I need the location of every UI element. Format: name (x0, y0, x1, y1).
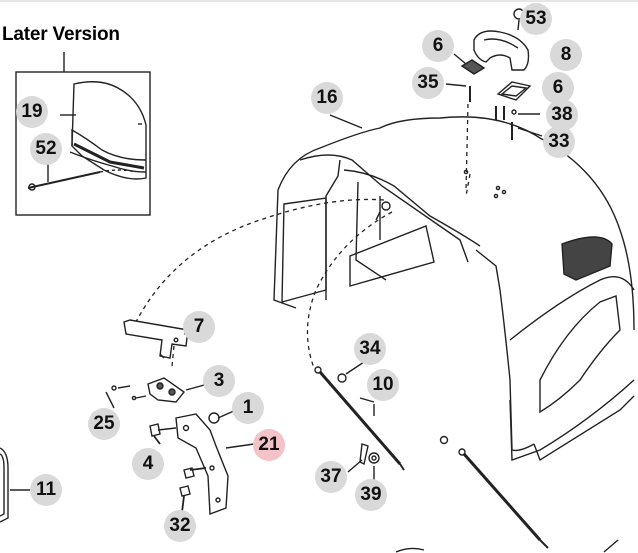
callout-19[interactable]: 19 (16, 96, 48, 128)
callout-39[interactable]: 39 (355, 479, 387, 511)
callout-25[interactable]: 25 (88, 408, 120, 440)
callout-6-pad[interactable]: 6 (422, 30, 454, 62)
callout-3[interactable]: 3 (203, 365, 235, 397)
callout-8[interactable]: 8 (550, 39, 582, 71)
roof-hardware (445, 8, 546, 140)
callout-53[interactable]: 53 (520, 3, 552, 35)
later-version-inset (15, 52, 151, 216)
callout-16[interactable]: 16 (311, 82, 343, 114)
callout-1[interactable]: 1 (232, 392, 264, 424)
callout-35[interactable]: 35 (412, 67, 444, 99)
callout-10[interactable]: 10 (367, 369, 399, 401)
callout-4[interactable]: 4 (132, 448, 164, 480)
callout-32[interactable]: 32 (164, 510, 196, 542)
callout-33[interactable]: 33 (543, 126, 575, 158)
dashed-routing (131, 103, 471, 369)
part-11 (0, 447, 30, 523)
callout-6-seal[interactable]: 6 (542, 72, 574, 104)
callout-21[interactable]: 21 (253, 429, 285, 461)
inset-title: Later Version (2, 24, 120, 45)
callout-38[interactable]: 38 (546, 99, 578, 131)
callout-34[interactable]: 34 (354, 333, 386, 365)
canopy-bolt (375, 201, 391, 221)
gas-strut-assembly (314, 361, 619, 553)
callout-7[interactable]: 7 (183, 311, 215, 343)
callout-52[interactable]: 52 (30, 133, 62, 165)
bracket-assembly (105, 319, 255, 515)
canopy-shell (273, 114, 635, 462)
callout-37[interactable]: 37 (315, 461, 347, 493)
callout-11[interactable]: 11 (30, 474, 62, 506)
